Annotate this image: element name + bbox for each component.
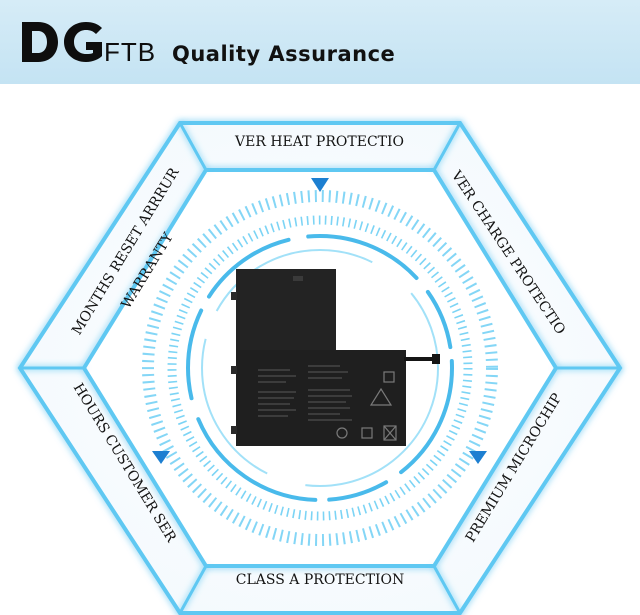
brand-logo: FTB <box>22 22 156 67</box>
feature-class-a-protection: CLASS A PROTECTION <box>236 572 404 588</box>
ring-inner-arcs <box>201 249 439 487</box>
tick-ring-mid <box>167 215 473 521</box>
hexagon-connectors <box>20 122 620 614</box>
brand-header: FTB Quality Assurance <box>0 0 640 84</box>
quality-infographic: OVER HEAT PROTECTION CLASS A PROTECTION … <box>0 84 623 615</box>
triangle-marker-right-icon <box>469 451 487 464</box>
logo-suffix-text: FTB <box>104 37 156 67</box>
ring-segments <box>186 234 454 502</box>
tick-ring-outer <box>142 190 498 546</box>
triangle-marker-left-icon <box>152 451 170 464</box>
battery-image <box>231 269 440 446</box>
triangle-marker-top-icon <box>311 178 329 192</box>
tagline: Quality Assurance <box>172 42 396 66</box>
